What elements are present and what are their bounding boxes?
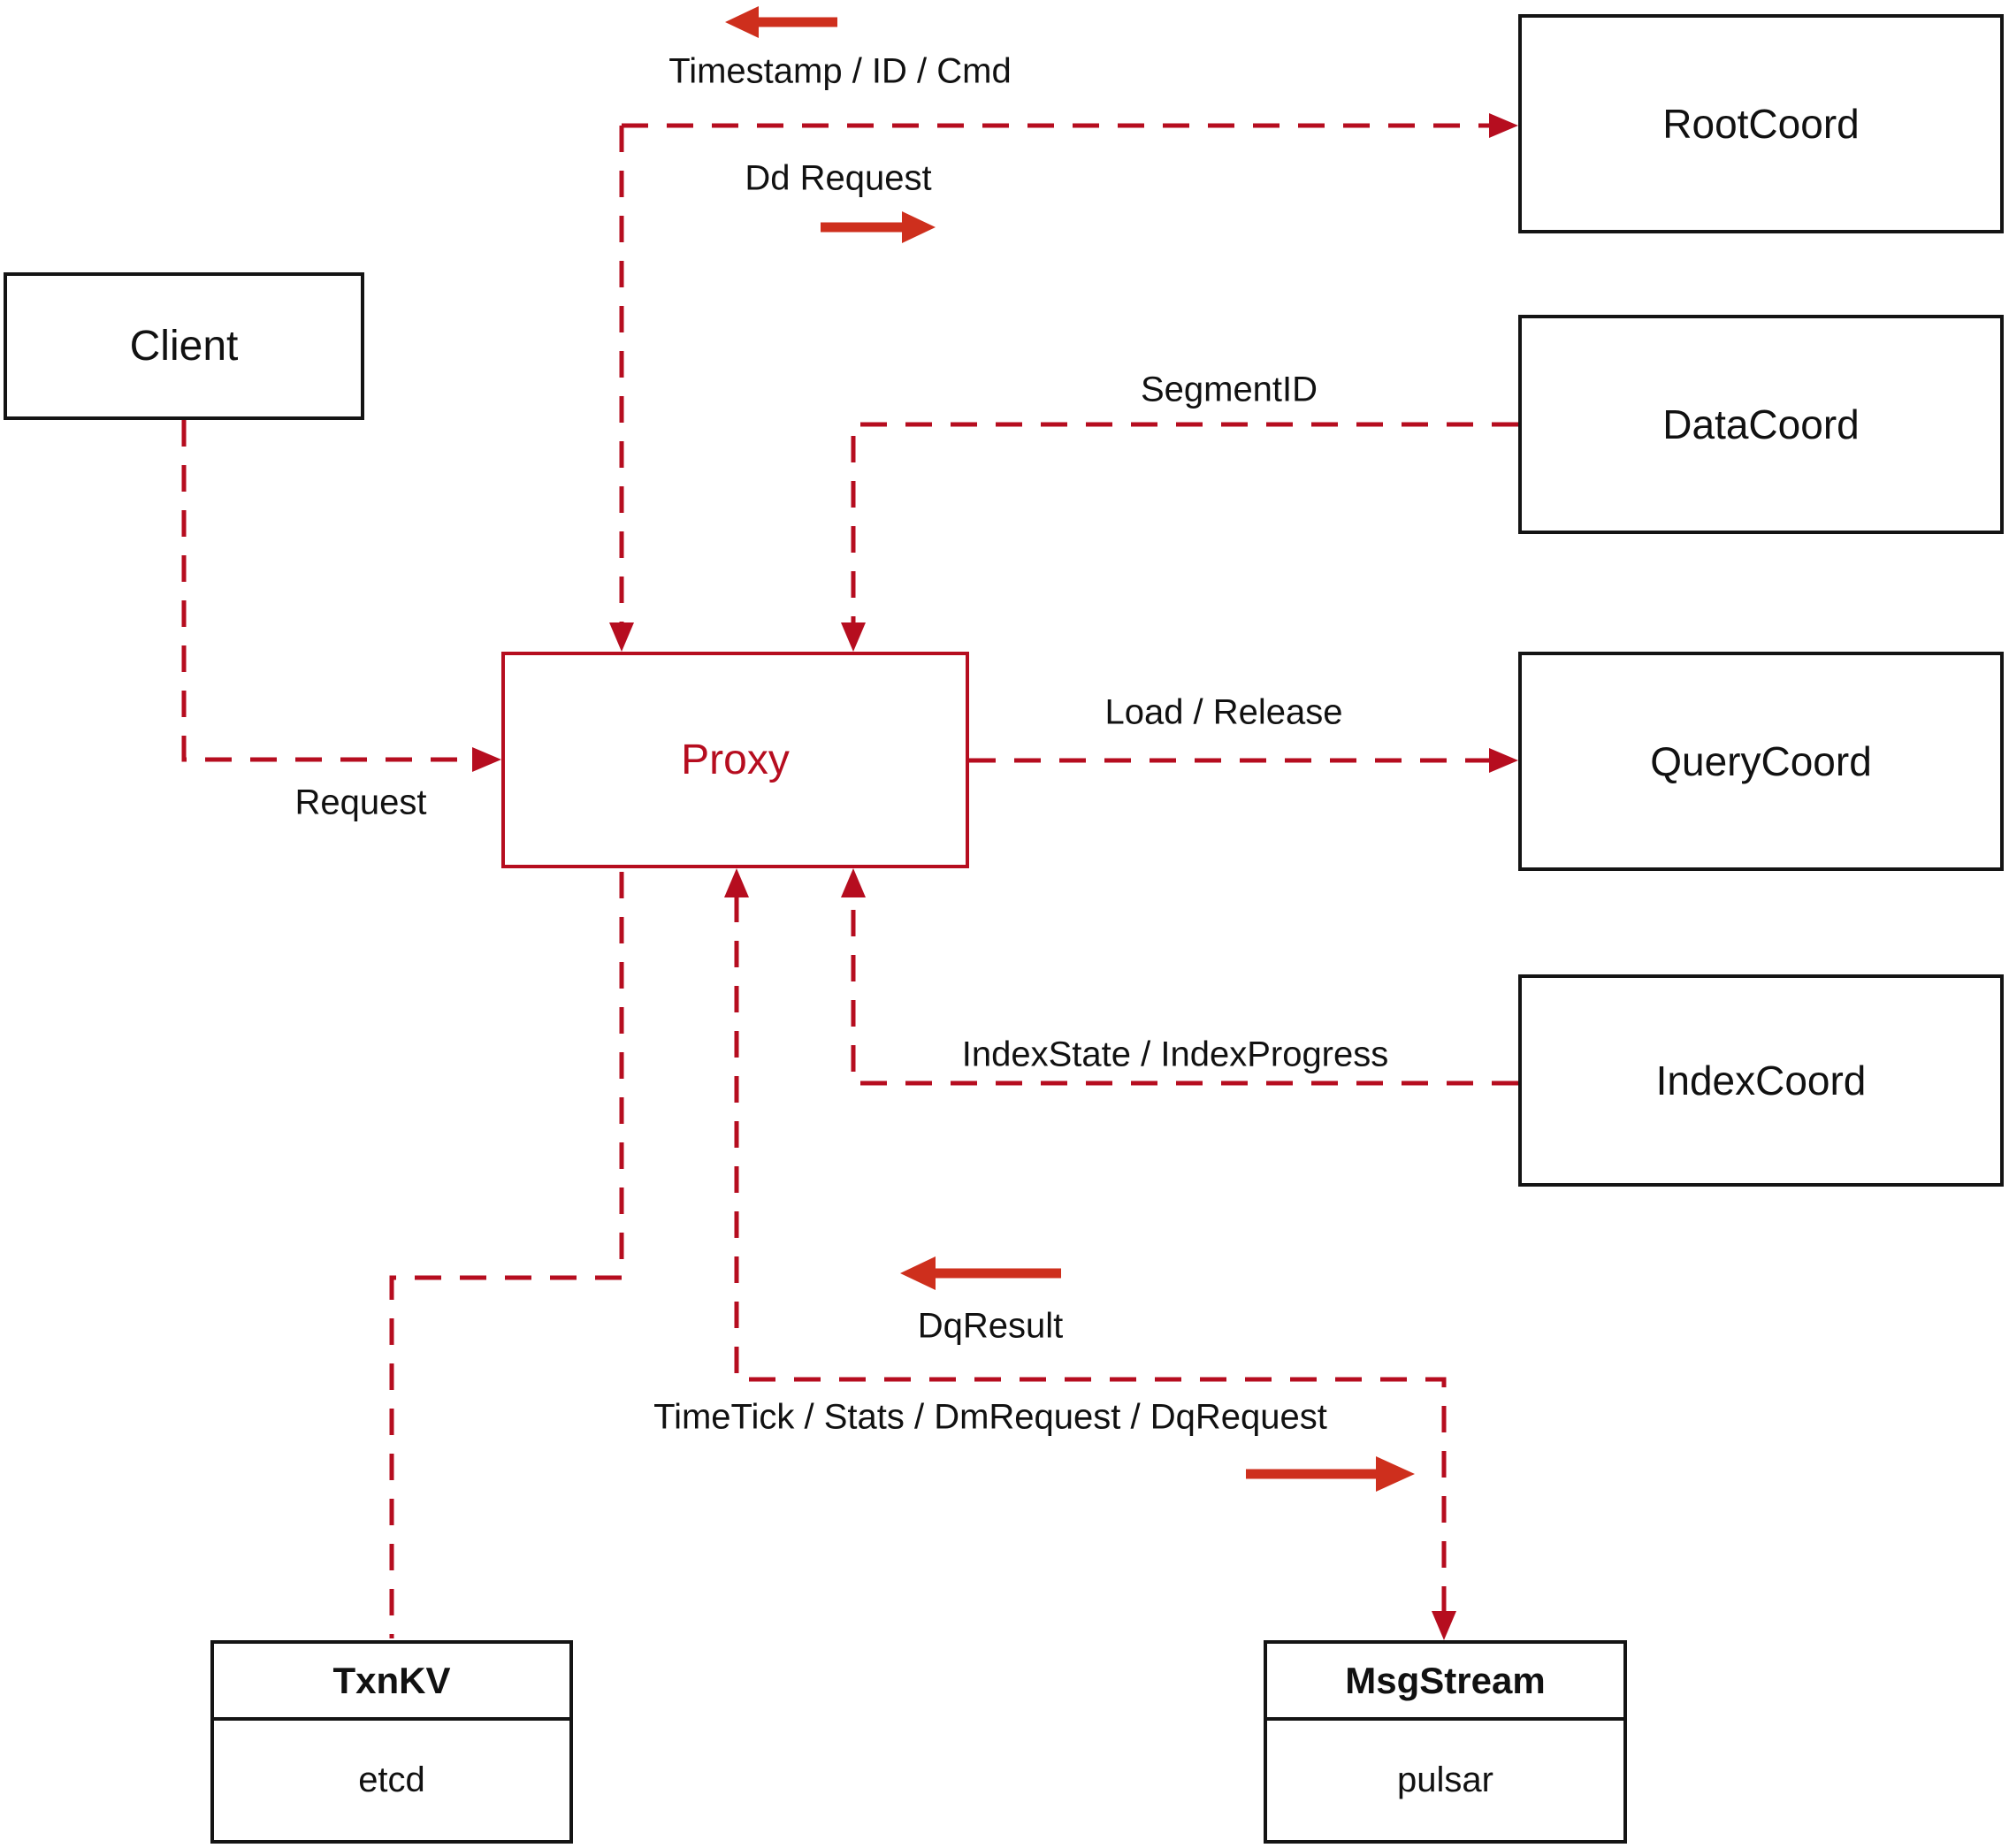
annotation-arrow-dd-request-right-icon — [902, 211, 936, 243]
arrowhead-down-msgstream — [1432, 1611, 1456, 1640]
edge-proxy-msgstream — [734, 896, 1447, 1613]
arrowhead-up-proxy-bottom-right — [841, 868, 866, 897]
edge-client-proxy — [181, 420, 476, 762]
node-txnkv-sub: etcd — [358, 1760, 425, 1799]
node-txnkv: TxnKV etcd — [210, 1640, 573, 1844]
edge-label-timestamp: Timestamp / ID / Cmd — [668, 51, 1012, 91]
node-datacoord: DataCoord — [1518, 315, 2004, 534]
node-msgstream: MsgStream pulsar — [1264, 1640, 1627, 1844]
arrowhead-down-proxy-top-right — [841, 622, 866, 652]
annotation-arrow-timetick-right-icon — [1376, 1456, 1415, 1492]
node-txnkv-title: TxnKV — [214, 1644, 569, 1721]
edge-indexcoord-proxy — [851, 896, 1518, 1086]
edge-proxy-txnkv — [389, 872, 624, 1638]
edge-label-dd-request: Dd Request — [745, 158, 932, 198]
arrowhead-right-proxy-left — [472, 747, 501, 772]
arrowhead-down-proxy-top-left — [609, 622, 634, 652]
edge-datacoord-proxy — [851, 422, 1518, 628]
edge-label-load-release: Load / Release — [1104, 692, 1343, 732]
annotation-arrow-dq-result-left-icon — [900, 1256, 936, 1290]
edge-label-index-state: IndexState / IndexProgress — [961, 1035, 1389, 1074]
node-indexcoord-label: IndexCoord — [1655, 1058, 1867, 1103]
arrowhead-right-querycoord — [1489, 748, 1518, 773]
arrowhead-right-rootcoord — [1489, 113, 1518, 138]
edge-label-dq-result: DqResult — [917, 1306, 1064, 1346]
edge-label-timetick: TimeTick / Stats / DmRequest / DqRequest — [653, 1397, 1327, 1437]
node-client: Client — [4, 272, 364, 420]
node-querycoord-label: QueryCoord — [1650, 738, 1872, 784]
edge-label-segment-id: SegmentID — [1140, 370, 1318, 409]
node-msgstream-sub: pulsar — [1397, 1760, 1493, 1799]
annotation-arrow-timestamp-left-icon — [725, 6, 759, 38]
node-proxy: Proxy — [501, 652, 969, 868]
node-datacoord-label: DataCoord — [1662, 401, 1860, 447]
node-indexcoord: IndexCoord — [1518, 974, 2004, 1187]
arrowhead-up-proxy-bottom-left — [724, 868, 749, 897]
edge-label-request: Request — [294, 783, 427, 822]
node-querycoord: QueryCoord — [1518, 652, 2004, 871]
node-msgstream-title: MsgStream — [1267, 1644, 1623, 1721]
node-rootcoord-label: RootCoord — [1662, 101, 1860, 147]
node-proxy-label: Proxy — [681, 737, 790, 783]
node-rootcoord: RootCoord — [1518, 14, 2004, 233]
node-client-label: Client — [129, 323, 239, 370]
